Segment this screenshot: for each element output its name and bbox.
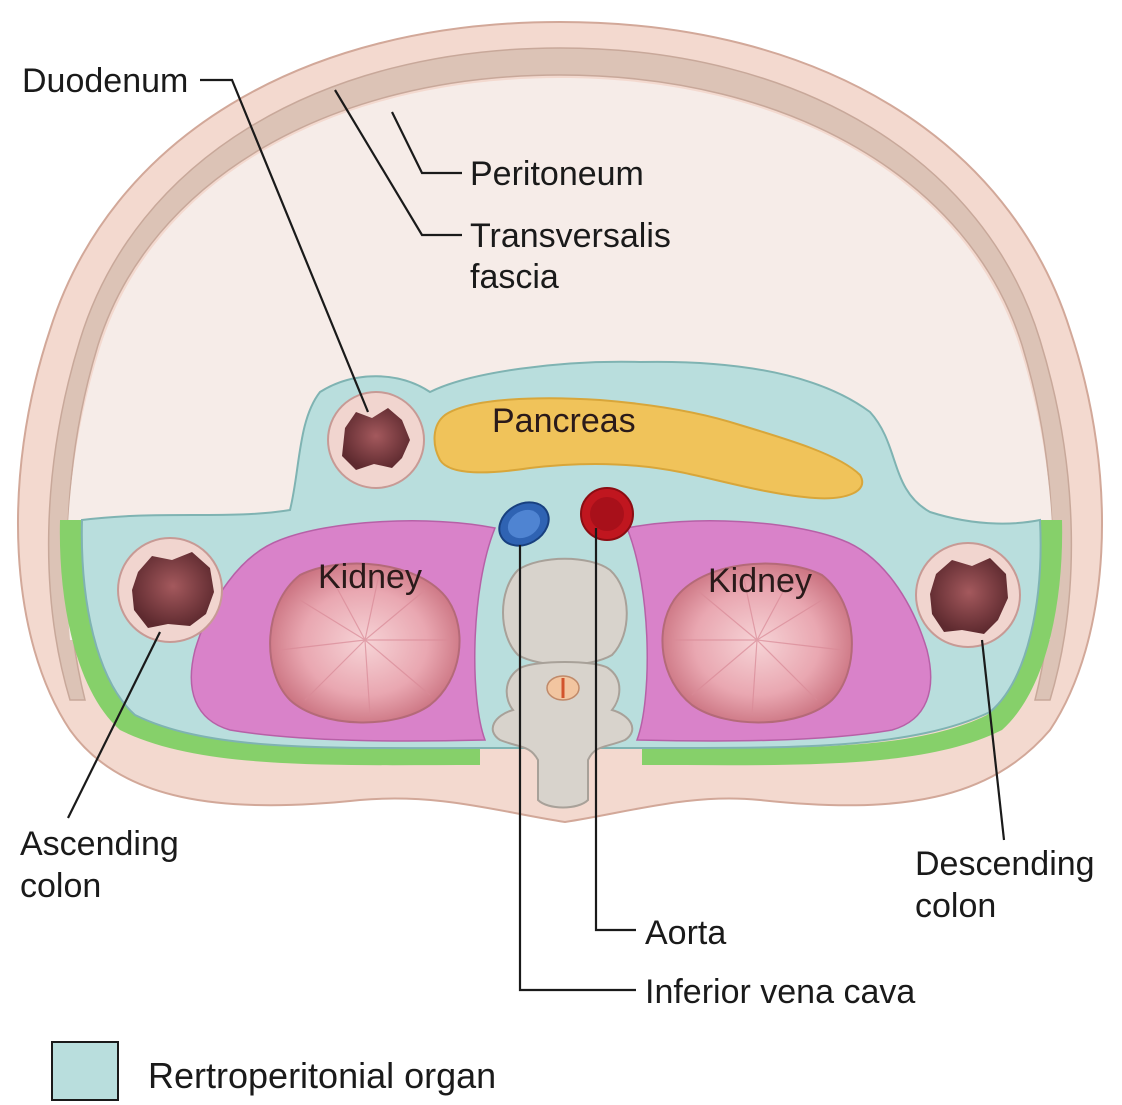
legend-label: Rertroperitonial organ <box>148 1055 496 1096</box>
vertebral-body <box>503 559 627 665</box>
label-peritoneum: Peritoneum <box>470 155 644 193</box>
aorta-lumen <box>590 497 624 531</box>
label-kidney-left: Kidney <box>318 558 422 596</box>
label-duodenum: Duodenum <box>22 62 188 100</box>
label-transversalis-2: fascia <box>470 258 559 296</box>
label-descending-2: colon <box>915 887 996 925</box>
label-ascending-1: Ascending <box>20 825 179 863</box>
legend-swatch <box>52 1042 118 1100</box>
label-kidney-right: Kidney <box>708 562 812 600</box>
label-ascending-2: colon <box>20 867 101 905</box>
label-descending-1: Descending <box>915 845 1095 883</box>
label-transversalis-1: Transversalis <box>470 217 671 255</box>
label-pancreas: Pancreas <box>492 402 636 440</box>
label-ivc: Inferior vena cava <box>645 973 915 1011</box>
label-aorta: Aorta <box>645 914 726 952</box>
